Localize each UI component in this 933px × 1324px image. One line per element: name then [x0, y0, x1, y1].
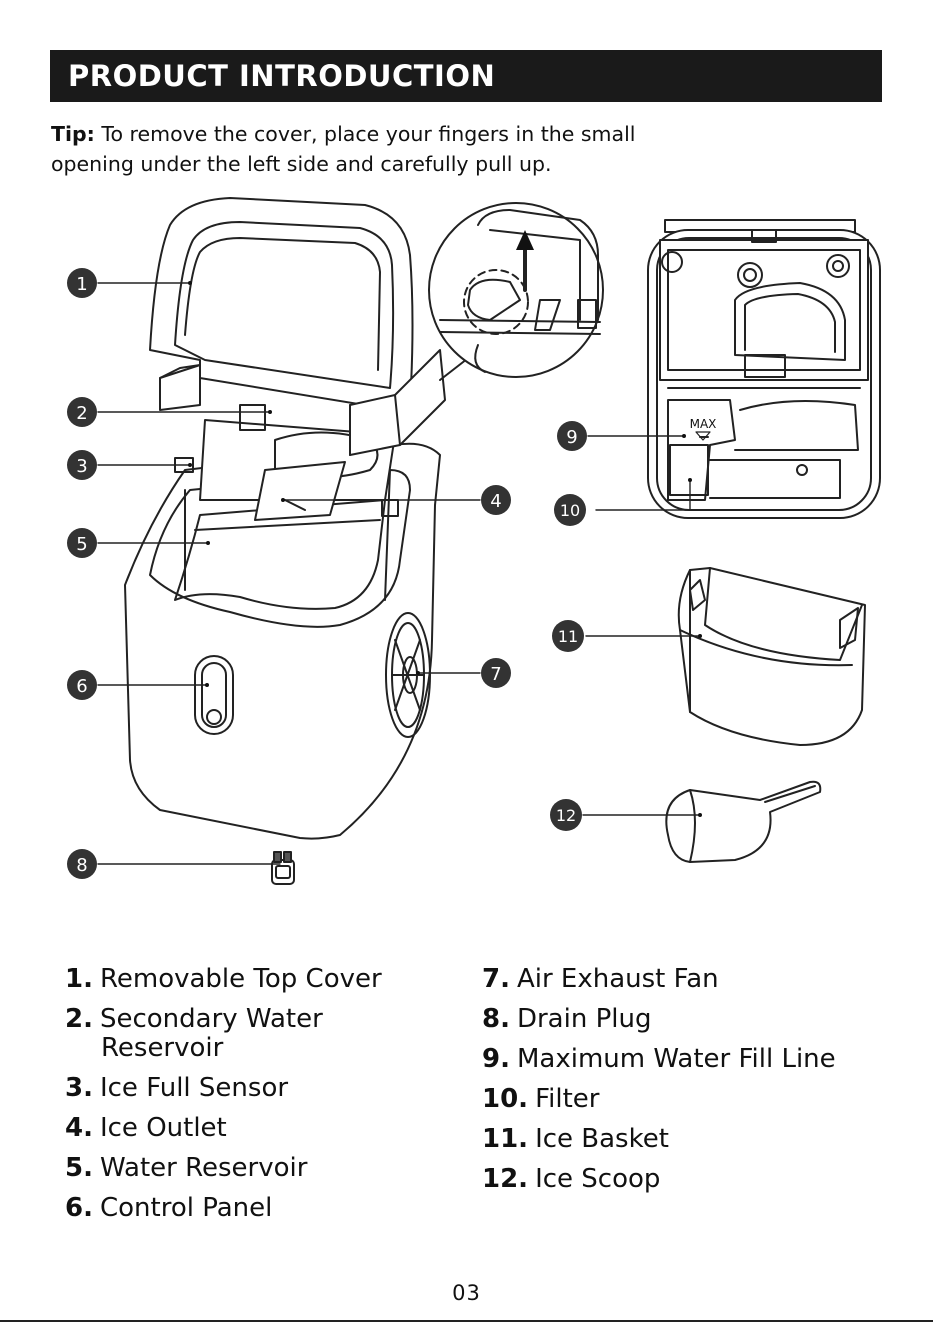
callout-number: 5 [76, 534, 87, 555]
ice-basket-illustration [677, 567, 866, 746]
max-label: MAX [690, 417, 717, 431]
callout-number: 8 [76, 855, 87, 876]
part-number: 4. [65, 1113, 93, 1143]
part-number: 8. [482, 1004, 510, 1034]
part-number: 10. [482, 1084, 529, 1114]
ice-maker-illustration [124, 197, 446, 840]
callout-1: 1 [67, 268, 97, 298]
part-item: 8.Drain Plug [482, 1005, 922, 1034]
part-number: 11. [482, 1124, 529, 1154]
part-label: Filter [535, 1084, 600, 1114]
part-item: 7.Air Exhaust Fan [482, 965, 922, 994]
section-title-bar: PRODUCT INTRODUCTION [50, 50, 882, 102]
callout-number: 3 [76, 456, 87, 477]
part-label: Air Exhaust Fan [516, 964, 719, 994]
tip-text: To remove the cover, place your fingers … [51, 122, 636, 176]
part-number: 1. [65, 964, 93, 994]
callout-number: 7 [490, 664, 501, 685]
part-label-continued: Reservoir [101, 1033, 224, 1063]
callout-number: 12 [556, 806, 576, 825]
part-number: 6. [65, 1193, 93, 1223]
part-label: Control Panel [99, 1193, 273, 1223]
callout-8: 8 [67, 849, 97, 879]
page-number: 03 [452, 1281, 481, 1305]
callout-10: 10 [554, 494, 586, 526]
section-title: PRODUCT INTRODUCTION [68, 59, 496, 93]
callout-number: 11 [558, 627, 578, 646]
part-number: 9. [482, 1044, 510, 1074]
part-label: Ice Scoop [535, 1164, 661, 1194]
part-item: 5.Water Reservoir [65, 1154, 465, 1183]
part-item: 11.Ice Basket [482, 1125, 922, 1154]
part-item: 4.Ice Outlet [65, 1114, 465, 1143]
part-number: 3. [65, 1073, 93, 1103]
part-item: 9.Maximum Water Fill Line [482, 1045, 922, 1074]
callout-number: 6 [76, 676, 87, 697]
bottom-divider [0, 1320, 933, 1322]
callout-number: 4 [490, 491, 501, 512]
part-label: Secondary Water [99, 1004, 323, 1034]
callout-number: 9 [566, 427, 577, 448]
part-label: Ice Full Sensor [99, 1073, 289, 1103]
callout-number: 1 [76, 274, 87, 295]
part-label: Ice Outlet [99, 1113, 227, 1143]
callout-3: 3 [67, 450, 97, 480]
callout-12: 12 [550, 799, 582, 831]
product-diagram: MAX [67, 197, 881, 885]
part-item: 12.Ice Scoop [482, 1165, 922, 1194]
callout-4: 4 [481, 485, 511, 515]
leader-lines [97, 282, 701, 865]
part-item: 2.Secondary Water Reservoir [65, 1005, 465, 1063]
parts-list-right: 7.Air Exhaust Fan 8.Drain Plug 9.Maximum… [482, 965, 922, 1205]
top-view-illustration [647, 219, 881, 519]
part-number: 12. [482, 1164, 529, 1194]
callout-number: 2 [76, 403, 87, 424]
parts-list-left: 1.Removable Top Cover 2.Secondary Water … [65, 965, 465, 1234]
callout-number: 10 [560, 501, 580, 520]
callout-6: 6 [67, 670, 97, 700]
part-label: Ice Basket [535, 1124, 669, 1154]
lid-removal-detail [428, 202, 604, 381]
part-label: Drain Plug [516, 1004, 652, 1034]
callout-9: 9 [557, 421, 587, 451]
tip-label: Tip: [51, 122, 95, 146]
tip-paragraph: Tip: To remove the cover, place your fin… [51, 119, 691, 179]
callout-5: 5 [67, 528, 97, 558]
part-item: 6.Control Panel [65, 1194, 465, 1223]
part-label: Removable Top Cover [99, 964, 382, 994]
part-item: 3.Ice Full Sensor [65, 1074, 465, 1103]
ice-scoop-illustration [665, 780, 822, 863]
part-item: 10.Filter [482, 1085, 922, 1114]
part-label: Maximum Water Fill Line [516, 1044, 836, 1074]
callout-11: 11 [552, 620, 584, 652]
part-label: Water Reservoir [99, 1153, 308, 1183]
part-number: 5. [65, 1153, 93, 1183]
part-number: 2. [65, 1004, 93, 1034]
callout-2: 2 [67, 397, 97, 427]
drain-plug-illustration [271, 851, 295, 885]
part-number: 7. [482, 964, 510, 994]
part-item: 1.Removable Top Cover [65, 965, 465, 994]
callout-7: 7 [481, 658, 511, 688]
